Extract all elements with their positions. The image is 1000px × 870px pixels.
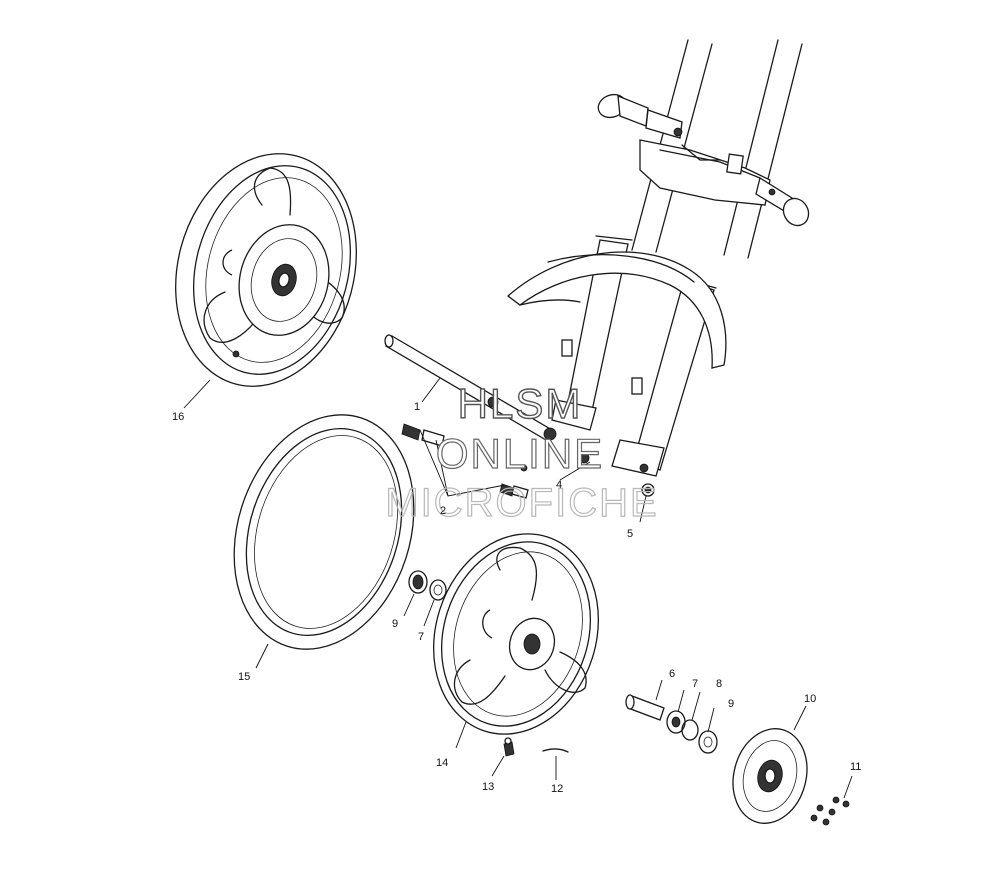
cast-wheel-rim xyxy=(432,533,600,735)
callout-4: 4 xyxy=(556,479,562,491)
callout-16: 16 xyxy=(172,411,184,423)
fork-bolt xyxy=(641,483,655,497)
watermark-line-2: ONLINE xyxy=(436,430,604,477)
tire xyxy=(233,414,415,650)
callout-11: 11 xyxy=(850,761,861,773)
callout-8: 8 xyxy=(716,678,722,690)
callout-1: 1 xyxy=(414,401,420,413)
callout-15: 15 xyxy=(238,671,250,683)
callout-5: 5 xyxy=(627,528,633,540)
disc-bolts xyxy=(810,796,850,826)
right-turn-signal xyxy=(755,176,810,227)
callout-9-right: 9 xyxy=(728,698,734,710)
valve-stem xyxy=(503,737,515,757)
retaining-ring xyxy=(681,719,699,741)
callout-2: 2 xyxy=(440,505,446,517)
callout-6: 6 xyxy=(669,668,675,680)
brake-disc xyxy=(732,728,808,824)
watermark-line-1: HLSM xyxy=(458,380,583,427)
left-turn-signal xyxy=(597,93,683,139)
watermark-line-3: MICROFICHE xyxy=(385,481,658,525)
leader-lines xyxy=(183,377,853,799)
left-bearing xyxy=(429,579,447,601)
callout-10: 10 xyxy=(804,693,816,705)
callout-7-right: 7 xyxy=(692,678,698,690)
callout-labels: 1 2 4 5 6 7 7 8 9 9 10 11 12 13 14 15 16 xyxy=(172,401,861,795)
balance-weight xyxy=(542,748,569,753)
watermark: HLSM ONLINE MICROFICHE xyxy=(385,379,658,525)
right-seal xyxy=(698,730,718,754)
axle-spacer xyxy=(625,694,665,721)
disc-on-wheel xyxy=(238,224,330,336)
callout-13: 13 xyxy=(482,781,494,793)
right-bearing xyxy=(666,710,686,734)
axle-pinch-bolts xyxy=(401,423,529,499)
left-seal xyxy=(408,570,428,594)
front-axle xyxy=(384,334,557,441)
front-fork-assembly xyxy=(506,39,810,477)
callout-7-left: 7 xyxy=(418,631,424,643)
callout-12: 12 xyxy=(551,783,563,795)
front-fender xyxy=(506,251,727,369)
callout-9-left: 9 xyxy=(392,618,398,630)
callout-14: 14 xyxy=(436,757,448,769)
wheel-assembly-complete xyxy=(175,153,357,387)
